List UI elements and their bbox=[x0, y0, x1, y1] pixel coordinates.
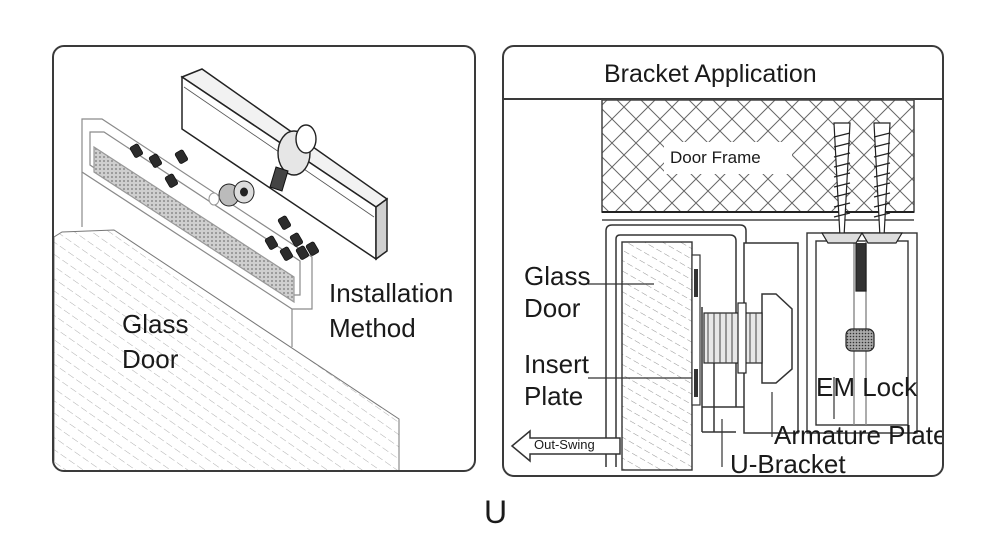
label-leader-lines bbox=[588, 283, 835, 467]
em-lock-label: EM Lock bbox=[816, 372, 918, 402]
glass-label: Glass bbox=[122, 309, 189, 339]
insert-plate-shape bbox=[691, 254, 701, 406]
mounting-bolt-drawing bbox=[269, 124, 317, 192]
u-bracket-drawing bbox=[81, 118, 313, 347]
out-swing-label: Out-Swing bbox=[534, 437, 595, 452]
installation-method-panel: Glass Door Installation Method bbox=[52, 45, 476, 472]
bracket-application-panel: Bracket Application Door Frame Glass Doo… bbox=[502, 45, 944, 477]
glass-door-shape bbox=[54, 229, 400, 470]
door-label: Door bbox=[524, 293, 581, 323]
door-frame-label: Door Frame bbox=[670, 148, 761, 167]
glass-door-section bbox=[621, 241, 693, 471]
armature-plate-label: Armature Plate bbox=[774, 420, 944, 450]
threaded-bolt-drawing bbox=[703, 302, 763, 374]
u-bracket-label: U-Bracket bbox=[730, 449, 846, 477]
method-label: Method bbox=[329, 313, 416, 343]
glass-label: Glass bbox=[524, 261, 591, 291]
set-screws-drawing bbox=[129, 143, 319, 261]
insert-label: Insert bbox=[524, 349, 590, 379]
knurled-coil-drawing bbox=[845, 328, 875, 352]
bracket-application-title: Bracket Application bbox=[604, 60, 817, 88]
frame-screws-drawing bbox=[820, 122, 904, 292]
spacer-washer-drawing bbox=[208, 180, 255, 207]
out-swing-arrow-icon bbox=[510, 429, 621, 463]
installation-exploded-drawing bbox=[54, 68, 400, 470]
caption-u: U bbox=[484, 494, 508, 530]
door-label: Door bbox=[122, 344, 179, 374]
door-frame-shape bbox=[601, 99, 915, 221]
installation-label: Installation bbox=[329, 278, 454, 308]
plate-label: Plate bbox=[524, 381, 584, 411]
bracket-cross-section-drawing bbox=[504, 98, 942, 471]
